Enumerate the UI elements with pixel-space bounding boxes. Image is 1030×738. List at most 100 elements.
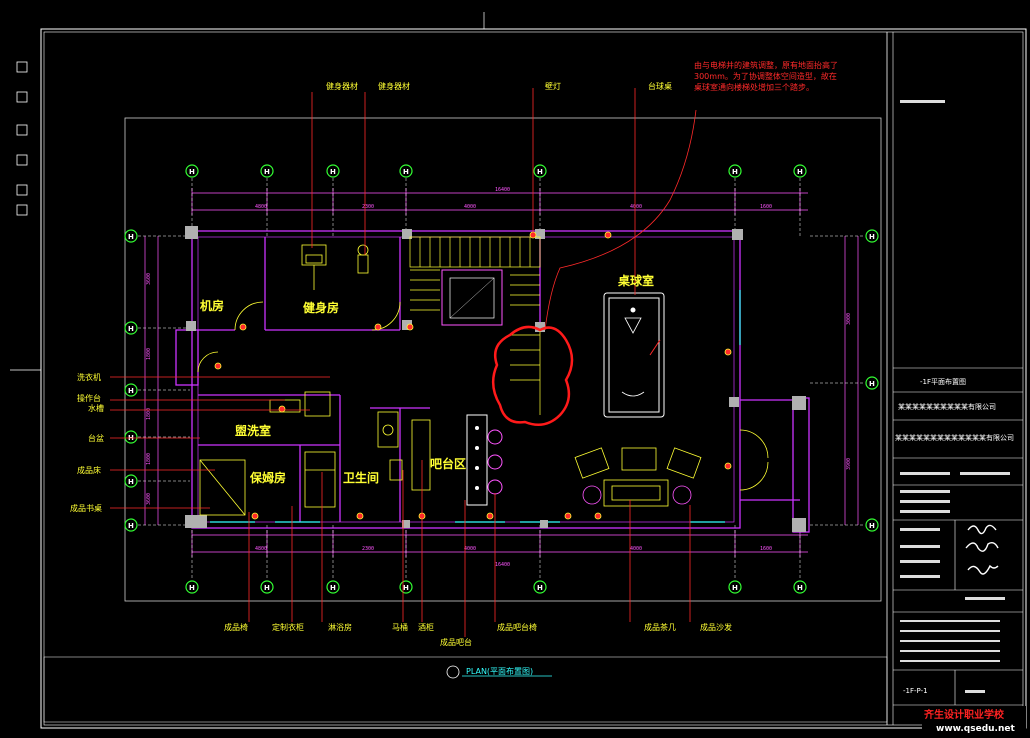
axis-top-1: H: [189, 168, 195, 176]
axis-left-1: H: [128, 233, 134, 241]
title-block-text: -1F平面布置图 某某某某某某某某某某有限公司 某某某某某某某某某某某某某有限公…: [895, 377, 1014, 695]
axis-bot-4: H: [403, 584, 409, 592]
title-block-fills: [900, 100, 1010, 693]
label-wall-lamp: 壁灯: [545, 81, 561, 91]
dim-bot-1: 4800: [255, 546, 267, 552]
drawing-frame: [10, 12, 1027, 729]
gym-equipment: [301, 244, 369, 290]
signatures: [965, 524, 999, 575]
label-finished-chair: 成品椅: [224, 622, 248, 632]
dim-bot-3: 4000: [464, 546, 476, 552]
axis-bot-6: H: [732, 584, 738, 592]
label-finished-sofa: 成品沙发: [700, 622, 732, 632]
leader-lines: [110, 88, 697, 637]
axis-bot-1: H: [189, 584, 195, 592]
axis-left-2: H: [128, 325, 134, 333]
design-note: 由与电梯井的建筑调整，原有地面抬高了300mm。为了协调整体空间造型，故在桌球室…: [694, 61, 838, 92]
axis-top-5: H: [537, 168, 543, 176]
dim-top-3: 4000: [464, 204, 476, 210]
billiard-table: [603, 292, 665, 418]
axis-top-3: H: [330, 168, 336, 176]
label-basin: 台盆: [88, 433, 104, 443]
axis-bot-3: H: [330, 584, 336, 592]
axis-grid: [138, 178, 865, 580]
room-laundry: 盥洗室: [235, 423, 271, 438]
dimension-lines: [144, 188, 859, 557]
axis-left-6: H: [128, 522, 134, 530]
columns: [185, 226, 806, 532]
dim-total-top: 16400: [495, 187, 510, 193]
designer-name: 某某某某某某某某某某某某某有限公司: [895, 433, 1014, 442]
axis-right-2: H: [869, 380, 875, 388]
label-custom-wardrobe: 定制衣柜: [272, 622, 304, 632]
label-fitness-equipment-1: 健身器材: [326, 81, 358, 91]
room-billiard: 桌球室: [617, 273, 654, 288]
dim-bot-5: 1600: [760, 546, 772, 552]
axis-top-6: H: [732, 168, 738, 176]
lounge-furniture: [574, 447, 702, 507]
dim-left-5: 3600: [146, 493, 152, 505]
axis-bot-7: H: [797, 584, 803, 592]
label-operation-table: 操作台: [77, 393, 101, 403]
dim-top-5: 1600: [760, 204, 772, 210]
dim-bot-4: 4000: [630, 546, 642, 552]
label-wine-cabinet: 酒柜: [418, 622, 434, 632]
watermark: 齐生设计职业学校 www.qsedu.net: [922, 706, 1026, 734]
room-names: 机房 健身房 盥洗室 保姆房 卫生间 吧台区 桌球室: [200, 273, 654, 485]
dim-top-2: 2300: [362, 204, 374, 210]
watermark-url: www.qsedu.net: [936, 724, 1015, 734]
axis-top-4: H: [403, 168, 409, 176]
axis-circles: [124, 164, 879, 594]
axis-top-2: H: [264, 168, 270, 176]
dim-left-1: 3600: [146, 273, 152, 285]
dim-left-2: 1800: [146, 348, 152, 360]
room-gym: 健身房: [303, 300, 339, 315]
label-finished-bar-stool: 成品吧台椅: [497, 622, 537, 632]
axis-left-3: H: [128, 387, 134, 395]
elevator: [441, 269, 503, 326]
dim-total-bottom: 16400: [495, 562, 510, 568]
project-name: 某某某某某某某某某某有限公司: [898, 402, 996, 411]
label-washing-machine: 洗衣机: [77, 372, 101, 382]
label-billiard-table: 台球桌: [648, 81, 672, 91]
left-callouts: 洗衣机 操作台 水槽 台盆 成品床 成品书桌: [70, 372, 104, 513]
top-callouts: 健身器材 健身器材 壁灯 台球桌: [326, 81, 672, 91]
label-water-tank: 水槽: [88, 403, 104, 413]
dimension-texts: 16400 16400 4800 2300 4000 4000 1600 480…: [146, 187, 852, 568]
dim-right-2: 3900: [846, 458, 852, 470]
axis-right-3: H: [869, 522, 875, 530]
axis-top-7: H: [797, 168, 803, 176]
label-finished-bed: 成品床: [77, 465, 101, 475]
dim-top-4: 4000: [630, 204, 642, 210]
room-bathroom: 卫生间: [343, 470, 379, 485]
axis-letters: H H H H H H H H H H H H H H H H H H H H …: [128, 168, 875, 592]
drawing-name: -1F平面布置图: [920, 377, 966, 386]
axis-left-5: H: [128, 478, 134, 486]
dim-bot-2: 2300: [362, 546, 374, 552]
axis-bot-2: H: [264, 584, 270, 592]
margin-marks: [16, 61, 28, 216]
room-nanny: 保姆房: [249, 470, 286, 485]
dim-right-1: 3000: [846, 313, 852, 325]
label-finished-desk: 成品书桌: [70, 503, 102, 513]
room-bar-area: 吧台区: [430, 456, 466, 471]
label-toilet: 马桶: [392, 622, 408, 632]
stairs: [409, 236, 541, 415]
label-finished-bar: 成品吧台: [440, 637, 472, 647]
plan-title-text: PLAN(平面布置图): [466, 666, 533, 676]
sheet-number: -1F-P-1: [903, 687, 928, 695]
title-block: [892, 32, 1023, 725]
dim-top-1: 4800: [255, 204, 267, 210]
watermark-school: 齐生设计职业学校: [924, 708, 1005, 721]
bottom-callouts: 成品椅 定制衣柜 淋浴房 马桶 酒柜 成品吧台 成品吧台椅 成品茶几 成品沙发: [224, 622, 732, 647]
revision-cloud: [491, 325, 574, 427]
axis-bot-5: H: [537, 584, 543, 592]
room-machine-room: 机房: [200, 298, 224, 313]
axis-right-1: H: [869, 233, 875, 241]
design-note-text: 由与电梯井的建筑调整，原有地面抬高了300mm。为了协调整体空间造型，故在桌球室…: [694, 61, 838, 92]
plan-title-symbol: [446, 665, 460, 679]
label-finished-tea-table: 成品茶几: [644, 622, 676, 632]
dim-left-3: 1800: [146, 408, 152, 420]
plan-title: PLAN(平面布置图): [446, 665, 552, 679]
